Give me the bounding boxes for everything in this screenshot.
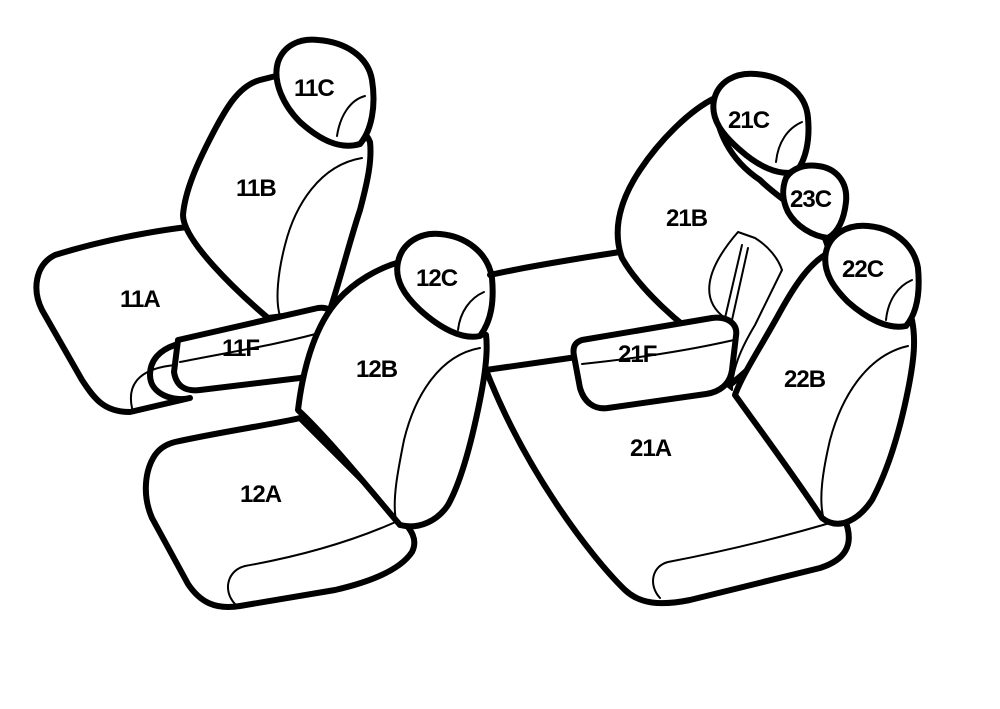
seat-part-12A-piping [226,519,401,605]
label-11B: 11B [236,175,276,202]
front-right-seat [142,230,496,610]
label-12A: 12A [240,481,282,508]
label-11C: 11C [294,75,334,102]
label-21A: 21A [630,435,672,462]
seat-part-22C [822,222,922,330]
seat-part-11B-piping [276,157,363,317]
seat-part-12B-piping [393,347,481,521]
label-11F: 11F [222,335,259,362]
seat-part-21F [570,314,740,412]
seat-part-11A-piping [129,364,176,409]
part-labels: 11C 11B 11A 11F 12C 12B 12A 21C 21B 23C … [120,75,885,508]
seat-part-21F-piping [581,339,735,365]
seat-part-21C-piping [775,121,803,163]
seat-part-11A [33,223,276,415]
label-21B: 21B [666,205,708,232]
seat-part-21A-piping [652,519,841,599]
label-12B: 12B [356,356,398,383]
seat-part-12C [394,230,496,340]
seat-part-22C-piping [885,279,913,321]
label-12C: 12C [416,265,458,292]
seat-part-11C [273,36,377,149]
rear-bench-seat [483,70,922,607]
seat-part-11C-piping [336,95,366,137]
seat-connector-line [487,249,623,278]
label-22C: 22C [842,256,884,283]
seat-part-22B-piping [820,345,909,521]
label-21C: 21C [728,107,770,134]
seat-part-23C [780,162,850,241]
seat-part-21C [710,70,812,176]
seat-part-12C-piping [457,291,485,331]
seat-part-21B-center-inner [724,244,749,321]
label-21F: 21F [618,341,657,368]
label-23C: 23C [790,186,832,213]
label-22B: 22B [784,366,826,393]
label-11A: 11A [120,286,160,313]
